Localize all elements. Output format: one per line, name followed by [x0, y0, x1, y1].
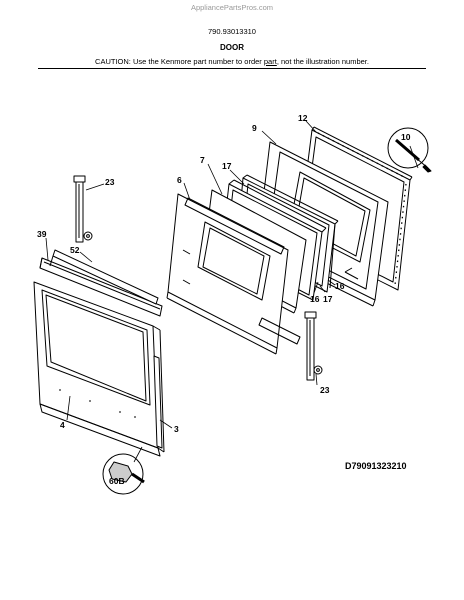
- caution-text-end: , not the illustration number.: [276, 57, 369, 66]
- callout-3: 3: [174, 424, 179, 434]
- header-divider: [38, 68, 426, 69]
- part-10-screw-bubble: [387, 127, 432, 173]
- callout-17-top: 17: [222, 161, 232, 171]
- model-number: 790.93013310: [208, 27, 256, 36]
- part-4-outer-door-panel: [33, 281, 165, 457]
- callout-6: 6: [177, 175, 182, 185]
- part-3-trim-strip: [153, 355, 163, 449]
- callout-16-right: 16: [335, 281, 345, 291]
- part-39-handle: [39, 257, 163, 317]
- part-6-door-frame: [166, 193, 301, 355]
- leader-lines: [45, 120, 419, 463]
- section-title: DOOR: [220, 43, 244, 52]
- part-23-hinge-right: [304, 311, 323, 381]
- callout-9: 9: [252, 123, 257, 133]
- callout-52: 52: [70, 245, 80, 255]
- callout-4: 4: [60, 420, 65, 430]
- part-52-handle-trim: [49, 249, 159, 305]
- callout-23-right: 23: [320, 385, 330, 395]
- callout-23-left: 23: [105, 177, 115, 187]
- callout-60b: 60B: [109, 476, 125, 486]
- caution-underlined-word: part: [263, 57, 277, 66]
- watermark: AppliancePartsPros.com: [190, 3, 274, 12]
- part-60b-screw-bubble: [102, 453, 145, 495]
- callout-12: 12: [298, 113, 308, 123]
- callout-10: 10: [401, 132, 411, 142]
- callout-16-lower: 16: [310, 294, 320, 304]
- callout-39: 39: [37, 229, 47, 239]
- part-23-hinge-left: [73, 175, 93, 243]
- caution-text-start: CAUTION: Use the Kenmore part number to …: [95, 57, 264, 66]
- caution-note: CAUTION: Use the Kenmore part number to …: [0, 57, 464, 66]
- figure-number: D79091323210: [345, 461, 407, 471]
- callout-17-lower: 17: [323, 294, 333, 304]
- callout-7: 7: [200, 155, 205, 165]
